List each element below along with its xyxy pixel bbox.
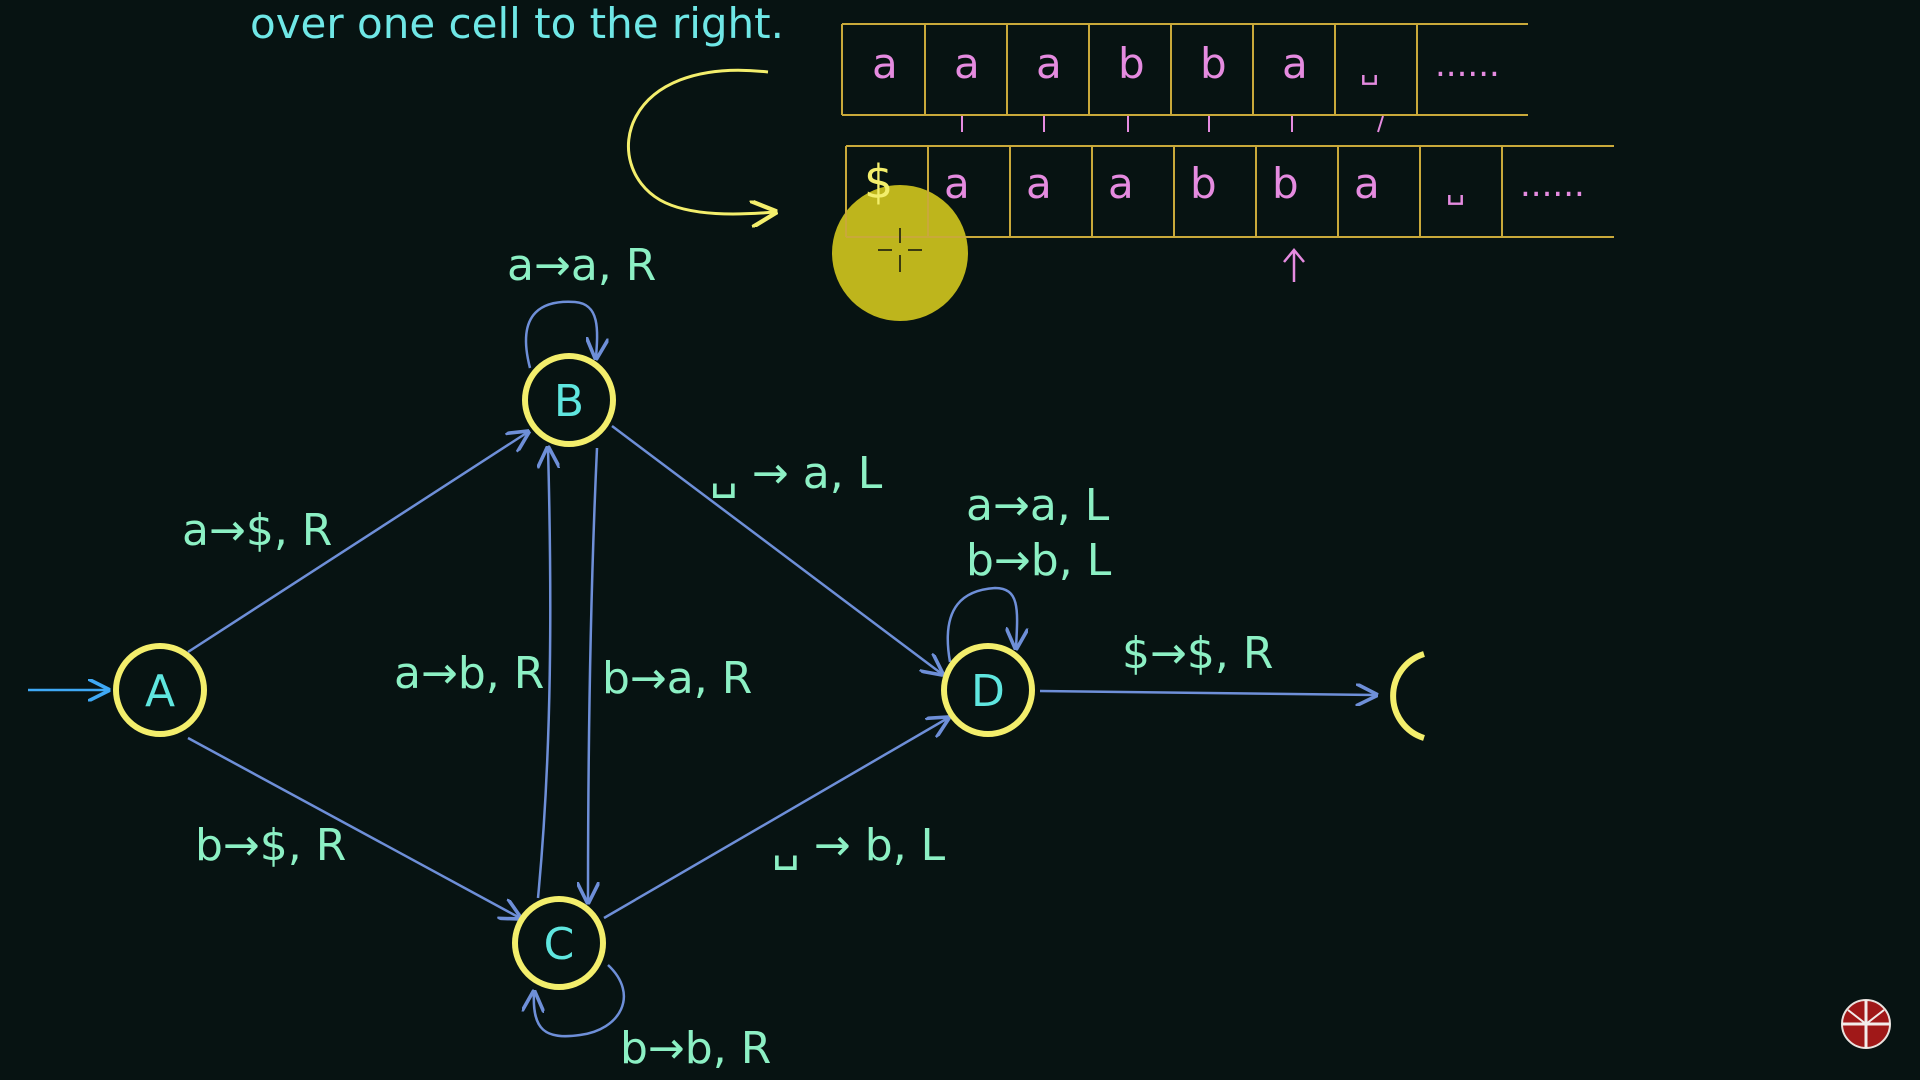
tape-top-cell: b: [1200, 39, 1227, 88]
label-a-b: a→$, R: [182, 505, 332, 556]
tape-bottom: [845, 145, 1614, 238]
label-d-loop-1: a→a, L: [966, 480, 1110, 531]
label-b-d: ␣ → a, L: [710, 448, 883, 499]
label-c-d: ␣ → b, L: [772, 820, 946, 871]
edge-b-c: [588, 447, 597, 902]
tape-top-ellipsis: ......: [1435, 45, 1500, 85]
edge-b-loop: [524, 300, 597, 369]
edge-c-d: [603, 718, 948, 920]
edge-a-b: [187, 432, 528, 654]
tape-bottom-cell: b: [1190, 159, 1217, 208]
state-c: C: [512, 896, 606, 990]
label-b-c: a→b, R: [394, 648, 544, 699]
tape-bottom-cell: $: [864, 155, 893, 209]
crosshair-cursor-icon: [878, 228, 922, 272]
tape-bottom-ellipsis: ......: [1520, 165, 1585, 205]
edge-a-c: [187, 736, 520, 918]
tape-top: [841, 23, 1528, 116]
edge-d-e: [1039, 691, 1376, 695]
state-b: B: [522, 353, 616, 447]
label-c-loop: b→b, R: [620, 1023, 771, 1074]
state-d: D: [941, 643, 1035, 737]
edge-c-b: [538, 448, 550, 899]
state-e-partial: [1390, 651, 1425, 741]
tape-top-cell: b: [1118, 39, 1145, 88]
pointer-highlight: [832, 185, 968, 321]
tape-top-cell: a: [1282, 39, 1308, 88]
tape-bottom-cell: a: [1108, 159, 1134, 208]
caption-text: over one cell to the right.: [250, 0, 784, 48]
tape-top-cell: a: [954, 39, 980, 88]
tape-bottom-cell: a: [1026, 159, 1052, 208]
tape-bottom-cell: a: [1354, 159, 1380, 208]
edges: [28, 300, 1376, 1038]
edge-b-d: [611, 425, 942, 674]
label-d-e: $→$, R: [1122, 628, 1273, 679]
shift-arrow: [627, 68, 775, 214]
edge-c-loop: [534, 964, 626, 1038]
tape-shift-ticks: [961, 115, 1384, 133]
tape-bottom-cell: b: [1272, 159, 1299, 208]
label-b-loop: a→a, R: [507, 240, 656, 291]
tape-bottom-cell: a: [944, 159, 970, 208]
state-c-label: C: [544, 919, 575, 970]
tape-top-cell: a: [1036, 39, 1062, 88]
tape-top-cell: a: [872, 39, 898, 88]
head-pointer-arrow: [1283, 248, 1305, 282]
label-d-loop-2: b→b, L: [966, 535, 1112, 586]
state-b-label: B: [554, 376, 584, 427]
label-c-b: b→a, R: [602, 653, 752, 704]
state-a: A: [113, 643, 207, 737]
tape-top-cell: ␣: [1360, 51, 1379, 86]
state-a-label: A: [145, 666, 175, 717]
tape-bottom-cell: ␣: [1446, 171, 1465, 206]
label-a-c: b→$, R: [195, 820, 346, 871]
edge-d-loop: [946, 586, 1017, 663]
globe-logo-icon: [1841, 999, 1891, 1049]
state-d-label: D: [971, 666, 1005, 717]
